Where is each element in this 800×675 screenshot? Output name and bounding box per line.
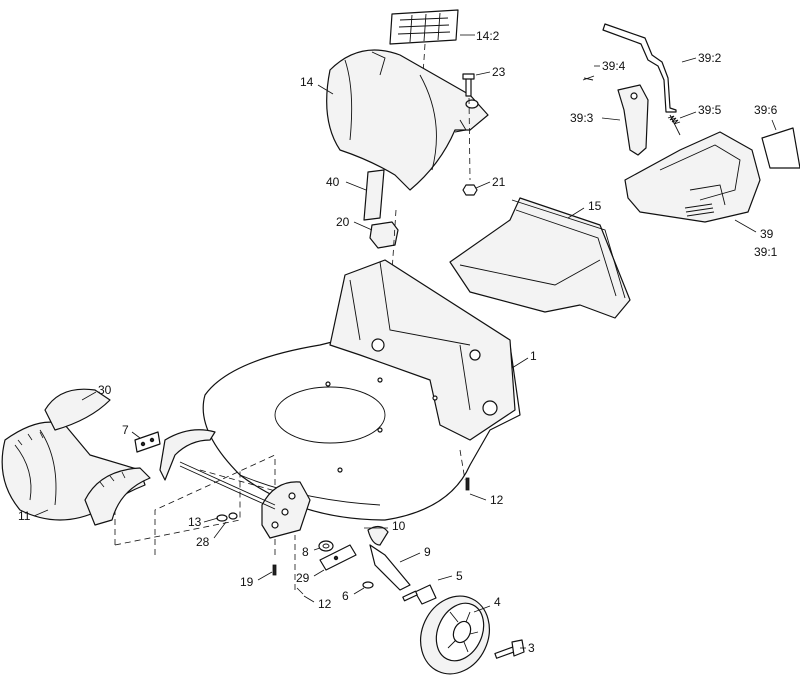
callout-labels: 14:2 14 23 40 21 20 15 39:4 39:2 39:3 39… bbox=[18, 29, 778, 655]
rear-door-part bbox=[326, 49, 489, 191]
pin-19-part bbox=[272, 564, 277, 576]
callout-39-4: 39:4 bbox=[602, 59, 626, 73]
callout-9: 9 bbox=[424, 545, 431, 559]
clip-part bbox=[369, 209, 399, 273]
callout-39-2: 39:2 bbox=[698, 51, 722, 65]
callout-14-2: 14:2 bbox=[476, 29, 500, 43]
callout-14: 14 bbox=[300, 75, 314, 89]
screw-part bbox=[462, 73, 475, 181]
washer-part bbox=[216, 512, 238, 522]
grass-bag-frame-part bbox=[449, 197, 631, 319]
callout-7: 7 bbox=[122, 423, 129, 437]
callout-29: 29 bbox=[296, 571, 310, 585]
height-adjust-plate-part bbox=[179, 461, 311, 539]
callout-39: 39 bbox=[760, 227, 774, 241]
callout-28: 28 bbox=[196, 535, 210, 549]
callout-19: 19 bbox=[240, 575, 254, 589]
callout-5: 5 bbox=[456, 569, 463, 583]
nut-part bbox=[462, 184, 478, 196]
callout-39-5: 39:5 bbox=[698, 103, 722, 117]
callout-12-upper: 12 bbox=[490, 493, 504, 507]
rear-housing-part bbox=[624, 131, 761, 223]
small-pin-part bbox=[582, 75, 595, 81]
lever-part bbox=[369, 544, 411, 591]
leader-lines bbox=[33, 34, 777, 649]
pin-12-upper-part bbox=[465, 477, 470, 491]
callout-1: 1 bbox=[530, 349, 537, 363]
callout-11: 11 bbox=[18, 509, 31, 523]
callout-3: 3 bbox=[528, 641, 535, 655]
wheel-part bbox=[420, 595, 490, 675]
callout-4: 4 bbox=[494, 595, 501, 609]
callout-20: 20 bbox=[336, 215, 350, 229]
plate-29-part bbox=[319, 544, 357, 571]
callout-12-lower: 12 bbox=[318, 597, 332, 611]
callout-40: 40 bbox=[326, 175, 340, 189]
callout-39-1: 39:1 bbox=[754, 245, 778, 259]
callout-8: 8 bbox=[302, 545, 309, 559]
callout-30: 30 bbox=[98, 383, 112, 397]
handle-wire-part bbox=[602, 23, 677, 113]
callout-6: 6 bbox=[342, 589, 349, 603]
spacer-part bbox=[318, 540, 334, 552]
wheel-bolt-part bbox=[494, 639, 525, 659]
washer-6-part bbox=[362, 581, 374, 589]
decal-part bbox=[389, 9, 459, 91]
callout-10: 10 bbox=[392, 519, 406, 533]
curved-plate-part bbox=[159, 429, 216, 481]
knob-part bbox=[367, 525, 389, 546]
label-39-6-part bbox=[761, 127, 800, 169]
spring-part bbox=[667, 114, 681, 136]
pin-12-lower-part bbox=[296, 587, 304, 595]
latch-part bbox=[617, 84, 649, 156]
deflector-part bbox=[44, 388, 111, 431]
bolt-part bbox=[402, 584, 437, 605]
mower-deck-part bbox=[202, 259, 521, 521]
callout-23: 23 bbox=[492, 65, 506, 79]
callout-15: 15 bbox=[588, 199, 602, 213]
pad-part bbox=[363, 169, 385, 221]
callout-13: 13 bbox=[188, 515, 202, 529]
baffle-part bbox=[84, 467, 151, 526]
bracket-7-part bbox=[134, 431, 161, 453]
callout-39-3: 39:3 bbox=[570, 111, 594, 125]
callout-39-6: 39:6 bbox=[754, 103, 778, 117]
callout-21: 21 bbox=[492, 175, 506, 189]
